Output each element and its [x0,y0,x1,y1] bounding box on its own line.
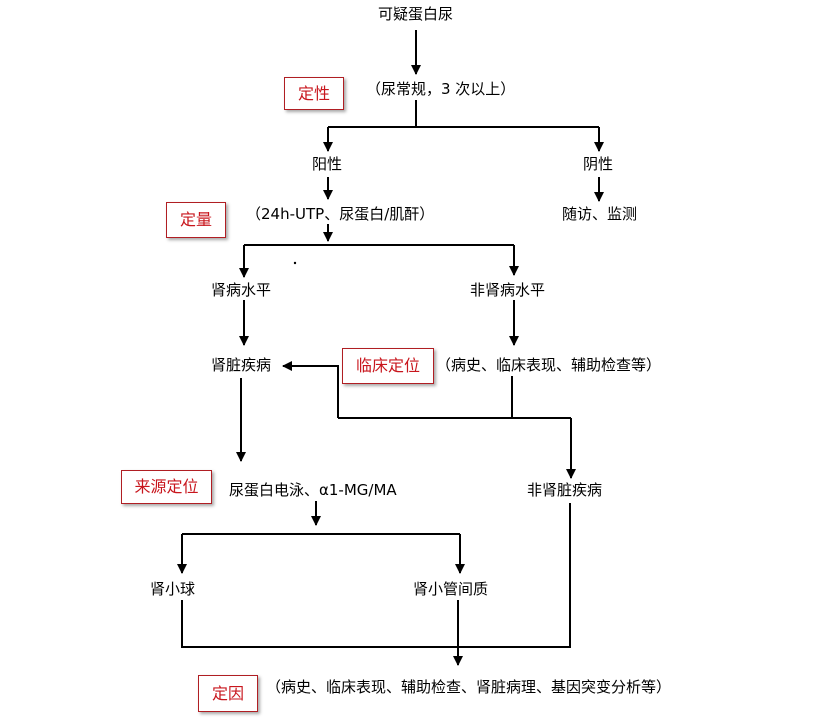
line-clinical-split [338,376,571,419]
stray-dot [293,261,297,265]
node-source-note: 尿蛋白电泳、α1-MG/MA [229,481,397,499]
line-merge-bottom [181,503,571,648]
node-qualitative-note: （尿常规，3 次以上） [366,80,516,98]
tag-quantitative: 定量 [166,202,226,238]
tag-qualitative: 定性 [284,77,344,110]
node-non-kidney-disease: 非肾脏疾病 [527,481,603,499]
node-glomerulus: 肾小球 [150,580,196,598]
node-non-kidney-level: 非肾病水平 [470,281,546,299]
tag-cause: 定因 [198,675,258,712]
node-cause-note: （病史、临床表现、辅助检查、肾脏病理、基因突变分析等） [266,678,672,696]
tag-source-location: 来源定位 [121,470,212,504]
line-qualitative-split [328,100,599,128]
node-clinical-note: （病史、临床表现、辅助检查等） [436,356,662,374]
node-followup: 随访、监测 [562,205,638,223]
node-kidney-level: 肾病水平 [211,281,272,299]
node-kidney-disease: 肾脏疾病 [211,356,272,374]
node-start: 可疑蛋白尿 [378,5,454,23]
tag-clinical-location: 临床定位 [342,348,434,384]
node-positive: 阳性 [312,155,343,173]
node-negative: 阴性 [583,155,614,173]
node-tubule: 肾小管间质 [413,580,489,598]
arrow-to-kidney-disease [282,361,339,418]
node-quantitative-note: （24h-UTP、尿蛋白/肌酐） [246,205,435,223]
